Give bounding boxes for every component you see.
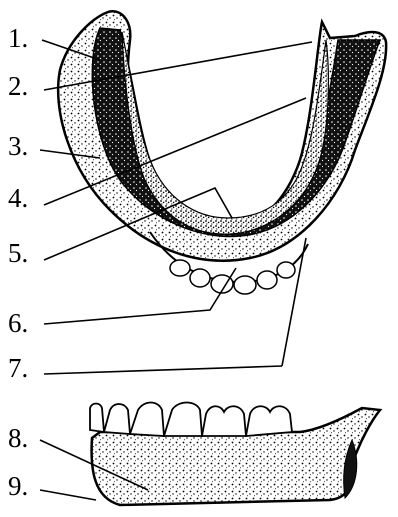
label-8: 8. xyxy=(8,425,28,452)
mandible-top-view xyxy=(58,11,386,294)
label-2: 2. xyxy=(8,73,28,100)
leader-line-7 xyxy=(44,366,282,374)
label-1: 1. xyxy=(8,25,28,52)
mandible-side-view xyxy=(90,403,380,506)
label-6: 6. xyxy=(8,310,28,337)
side-teeth-row xyxy=(90,403,292,437)
leader-line-9 xyxy=(40,490,96,500)
label-5: 5. xyxy=(8,240,28,267)
label-4: 4. xyxy=(8,185,28,212)
label-9: 9. xyxy=(8,473,28,500)
label-7: 7. xyxy=(8,355,28,382)
leader-line-7b xyxy=(282,238,306,366)
label-3: 3. xyxy=(8,133,28,160)
